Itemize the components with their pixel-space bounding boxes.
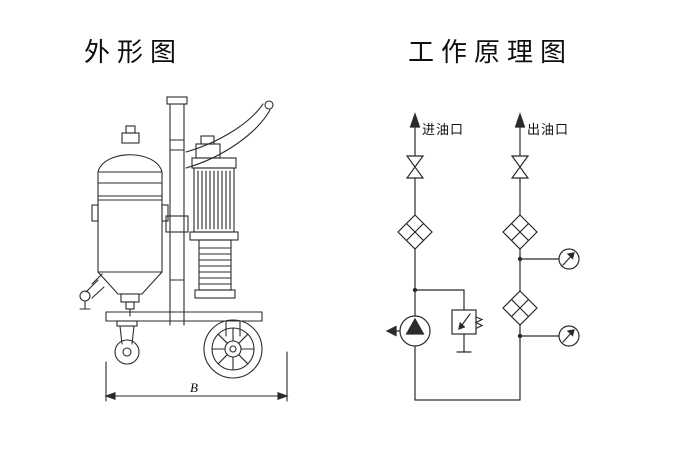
outlet-port-label: 出油口 xyxy=(527,122,569,137)
pump-symbol xyxy=(385,315,431,401)
inlet-port-label: 进油口 xyxy=(422,122,464,137)
schematic-title: 工作原理图 xyxy=(408,38,574,67)
outlet-filter-upper-symbol xyxy=(502,214,538,250)
outlet-valve-symbol xyxy=(510,155,530,179)
drain-valve xyxy=(79,273,105,310)
relief-valve-symbol xyxy=(412,287,484,353)
cart-frame xyxy=(165,96,189,326)
motor xyxy=(189,135,239,241)
schematic-drawing: 进油口 出油口 xyxy=(385,112,580,401)
caster-wheel xyxy=(114,320,140,365)
outlet-filter-lower-symbol xyxy=(502,290,538,326)
pressure-gauge-upper-symbol xyxy=(517,248,580,270)
inlet-branch xyxy=(397,112,433,317)
outlet-arrow-icon xyxy=(514,112,526,128)
inlet-valve-symbol xyxy=(405,155,425,179)
drive-shaft-arrow-icon xyxy=(385,325,397,337)
dimension-line: B xyxy=(104,351,289,402)
pressure-gauge-lower-symbol xyxy=(517,325,580,347)
pump-body xyxy=(194,239,236,299)
outline-drawing: B xyxy=(79,96,289,402)
filter-vessel xyxy=(91,125,169,317)
rear-wheel xyxy=(203,319,263,379)
inlet-arrow-icon xyxy=(409,112,421,128)
outline-drawing-title: 外形图 xyxy=(84,38,184,67)
dimension-label: B xyxy=(190,380,198,395)
inlet-filter-symbol xyxy=(397,214,433,250)
outlet-branch xyxy=(502,112,538,401)
